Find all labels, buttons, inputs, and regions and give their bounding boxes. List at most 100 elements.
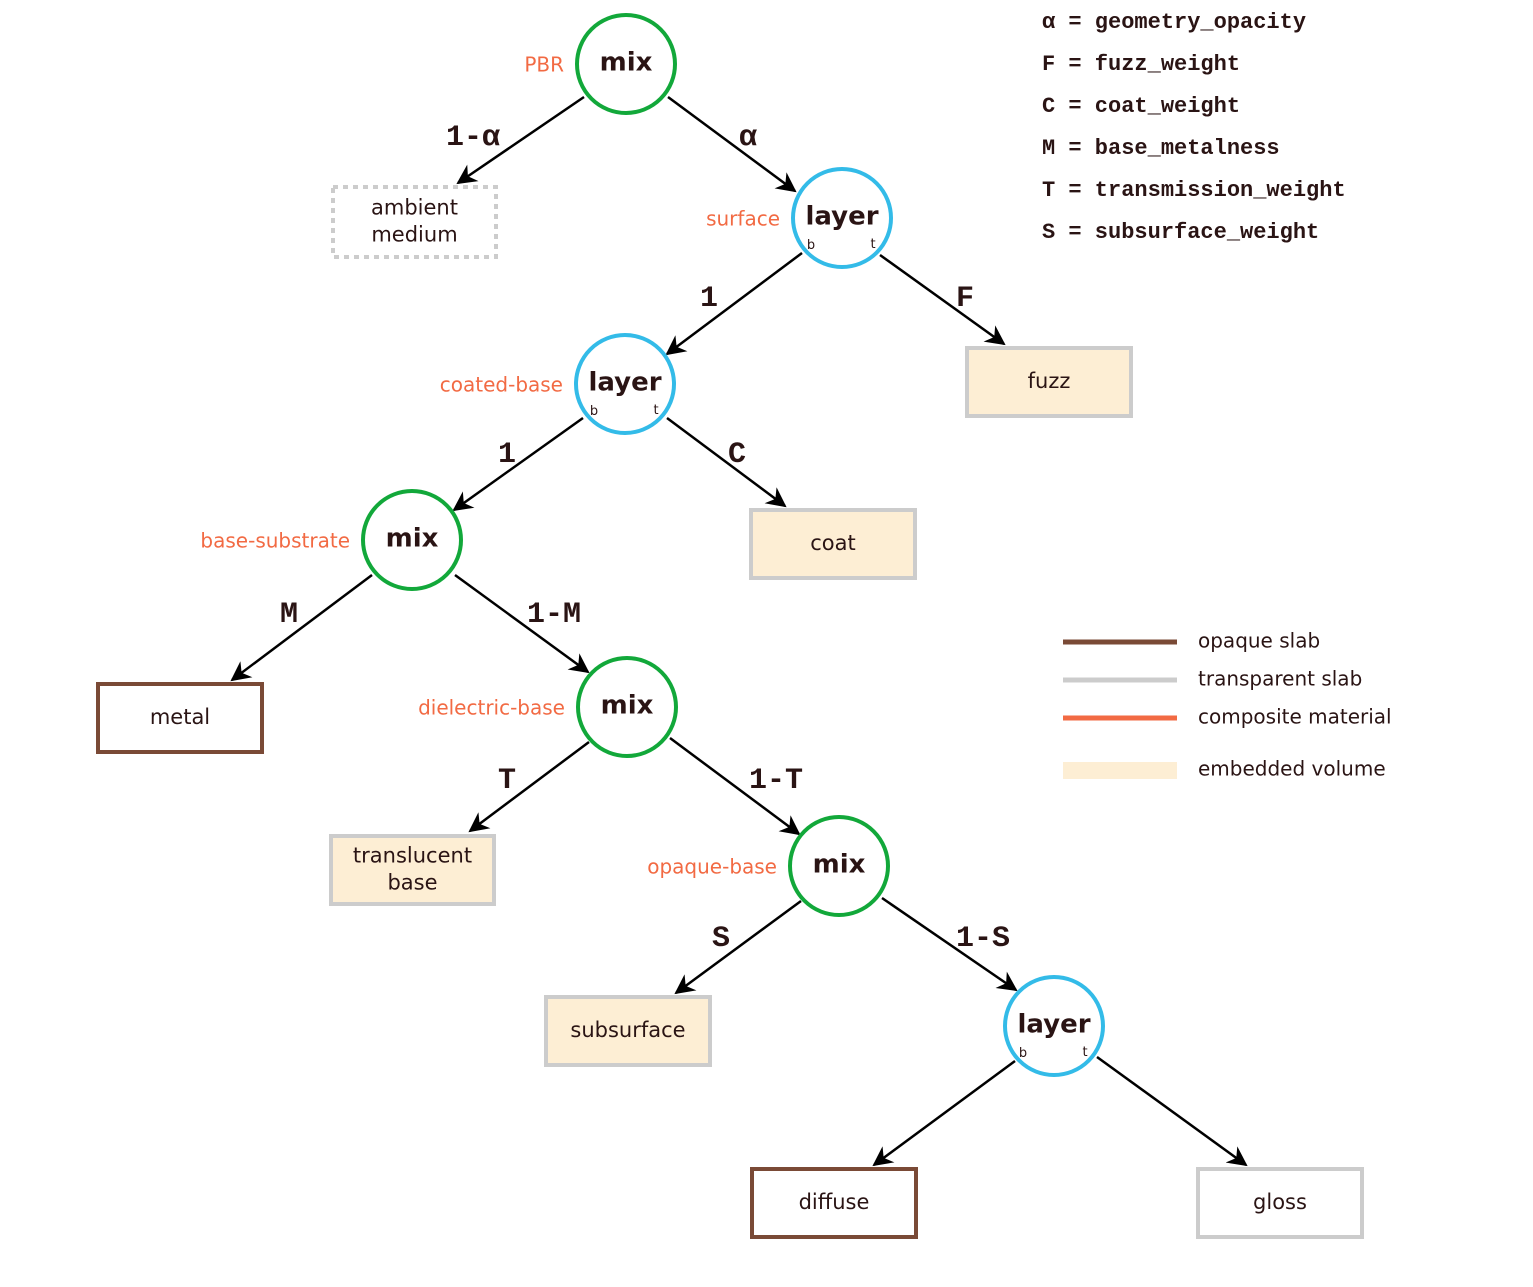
leaf-diffuse: diffuse bbox=[750, 1167, 918, 1239]
mix-node-circle bbox=[575, 13, 677, 115]
edge-weight-label: 1-M bbox=[527, 598, 581, 632]
edge-arrow-dielectric-base-to-opaque-base bbox=[669, 736, 801, 836]
leaf-box bbox=[329, 834, 496, 906]
node-opaque-base: mix opaque-base bbox=[647, 815, 890, 917]
edge-arrow-surface-to-coated-base bbox=[665, 251, 803, 356]
legend-item: composite material bbox=[1063, 705, 1392, 729]
leaf-label: diffuse bbox=[799, 1190, 870, 1214]
edge-weight-label: T bbox=[498, 764, 516, 798]
composite-role-label: opaque-base bbox=[647, 855, 777, 879]
node-operator-label: layer bbox=[805, 202, 878, 232]
node-operator-label: layer bbox=[588, 368, 661, 398]
leaf-label: gloss bbox=[1253, 1190, 1307, 1214]
leaf-metal: metal bbox=[96, 682, 264, 754]
edge-arrow-diffuse-gloss-to-gloss bbox=[1096, 1055, 1248, 1167]
layer-node-circle bbox=[791, 167, 893, 269]
composite-role-label: PBR bbox=[524, 53, 564, 77]
edge-arrow-dielectric-base-to-translucent bbox=[468, 740, 590, 833]
edge-weight-label: 1-α bbox=[446, 121, 500, 155]
variable-definition: T = transmission_weight bbox=[1042, 178, 1346, 203]
port-bottom-label: b bbox=[1019, 1046, 1027, 1061]
node-base-substrate: mix base-substrate bbox=[200, 489, 463, 591]
leaf-box bbox=[965, 346, 1133, 418]
port-bottom-label: b bbox=[807, 238, 815, 253]
edge-weight-label: S bbox=[712, 922, 730, 956]
layer-node-circle bbox=[574, 333, 676, 435]
leaf-subsurface: subsurface bbox=[544, 995, 712, 1067]
edge-weight-label: F bbox=[956, 282, 974, 316]
layer-node-circle bbox=[1003, 975, 1105, 1077]
variable-definition: S = subsurface_weight bbox=[1042, 220, 1319, 245]
leaf-label: coat bbox=[810, 531, 856, 555]
edge-arrow-coated-base-to-base-substrate bbox=[452, 416, 584, 512]
edge-arrow-pbr-to-surface bbox=[667, 95, 797, 193]
node-operator-label: mix bbox=[601, 691, 654, 721]
leaf-box bbox=[331, 185, 498, 259]
leaf-box bbox=[1196, 1167, 1364, 1239]
node-diffuse-gloss: layer b t bbox=[1003, 975, 1105, 1077]
leaf-label: base bbox=[387, 871, 437, 895]
leaf-label: metal bbox=[150, 705, 210, 729]
edge-weight-label: 1 bbox=[498, 438, 516, 472]
node-operator-label: layer bbox=[1017, 1010, 1090, 1040]
leaf-box bbox=[750, 1167, 918, 1239]
composite-role-label: base-substrate bbox=[200, 529, 350, 553]
variable-definition: C = coat_weight bbox=[1042, 94, 1240, 119]
edge-arrow-pbr-to-ambient bbox=[456, 95, 585, 185]
port-top-label: t bbox=[870, 237, 875, 252]
leaf-label: subsurface bbox=[570, 1018, 685, 1042]
legend-label: transparent slab bbox=[1198, 667, 1362, 691]
node-operator-label: mix bbox=[386, 524, 439, 554]
variable-definitions: α = geometry_opacity F = fuzz_weight C = c… bbox=[1042, 10, 1346, 245]
edge-arrow-surface-to-fuzz bbox=[879, 253, 1006, 346]
variable-definition: α = geometry_opacity bbox=[1042, 10, 1306, 35]
edge-arrow-opaque-base-to-subsurface bbox=[674, 899, 802, 995]
edge-weight-label: C bbox=[728, 438, 746, 472]
leaf-translucent: translucent base bbox=[329, 834, 496, 906]
leaf-label: medium bbox=[371, 223, 457, 247]
leaf-fuzz: fuzz bbox=[965, 346, 1133, 418]
leaf-label: translucent bbox=[353, 844, 472, 868]
edge-arrow-diffuse-gloss-to-diffuse bbox=[872, 1059, 1016, 1167]
legend-swatch bbox=[1063, 762, 1177, 779]
edge-arrow-coated-base-to-coat bbox=[666, 416, 787, 508]
legend-label: embedded volume bbox=[1198, 757, 1386, 781]
leaf-box bbox=[96, 682, 264, 754]
leaf-label: ambient bbox=[371, 196, 458, 220]
leaf-label: fuzz bbox=[1028, 369, 1071, 393]
edge-weight-label: α bbox=[739, 121, 757, 155]
edge-arrow-opaque-base-to-diffuse-gloss bbox=[881, 896, 1018, 992]
edge-arrow-base-substrate-to-metal bbox=[230, 574, 373, 682]
node-operator-label: mix bbox=[813, 850, 866, 880]
leaves: ambient medium fuzz coat metal translucent bas… bbox=[96, 185, 1364, 1239]
mix-node-circle bbox=[788, 815, 890, 917]
port-top-label: t bbox=[1082, 1045, 1087, 1060]
legend-label: opaque slab bbox=[1198, 629, 1320, 653]
node-operator-label: mix bbox=[600, 48, 653, 78]
node-dielectric-base: mix dielectric-base bbox=[418, 656, 678, 758]
leaf-coat: coat bbox=[749, 508, 917, 580]
edge-weight-label: 1-T bbox=[749, 764, 803, 798]
mix-node-circle bbox=[361, 489, 463, 591]
legend-item: opaque slab bbox=[1063, 629, 1320, 653]
port-top-label: t bbox=[653, 403, 658, 418]
port-bottom-label: b bbox=[590, 404, 598, 419]
leaf-box bbox=[749, 508, 917, 580]
edge-weight-label: M bbox=[280, 598, 298, 632]
legend: opaque slab transparent slab composite mat… bbox=[1063, 629, 1392, 781]
legend-item: embedded volume bbox=[1063, 757, 1386, 781]
edge-weight-label: 1 bbox=[700, 282, 718, 316]
variable-definition: M = base_metalness bbox=[1042, 136, 1280, 161]
leaf-ambient: ambient medium bbox=[331, 185, 498, 259]
leaf-box bbox=[544, 995, 712, 1067]
legend-item: transparent slab bbox=[1063, 667, 1362, 691]
composite-role-label: dielectric-base bbox=[418, 696, 565, 720]
variable-definition: F = fuzz_weight bbox=[1042, 52, 1240, 77]
mix-node-circle bbox=[576, 656, 678, 758]
edge-weight-label: 1-S bbox=[956, 922, 1010, 956]
